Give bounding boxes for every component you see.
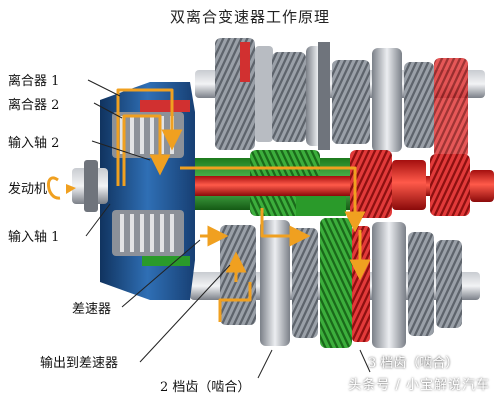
label-gear-2-engaged: 2 档齿（啮合） xyxy=(160,380,251,395)
page-title: 双离合变速器工作原理 xyxy=(169,8,330,26)
watermark: 头条号 / 小宝解说汽车 xyxy=(348,378,490,393)
engine-input-flange xyxy=(72,160,108,212)
lower-gear-stack xyxy=(220,218,462,348)
label-differential: 差速器 xyxy=(72,302,112,317)
upper-gear-stack xyxy=(215,38,468,158)
input-shaft-1-red xyxy=(100,150,494,218)
leader-lines xyxy=(85,79,371,379)
label-clutch-1: 离合器 1 xyxy=(8,74,60,89)
label-input-shaft-2: 输入轴 2 xyxy=(8,136,60,151)
label-input-shaft-1: 输入轴 1 xyxy=(8,230,60,245)
engine-rotation-icon xyxy=(47,176,76,200)
label-gear-3-engaged: 3 档齿（啮合） xyxy=(368,356,459,371)
label-output-to-differential: 输出到差速器 xyxy=(40,356,119,371)
label-clutch-2: 离合器 2 xyxy=(8,98,60,113)
label-engine: 发动机 xyxy=(8,182,48,197)
